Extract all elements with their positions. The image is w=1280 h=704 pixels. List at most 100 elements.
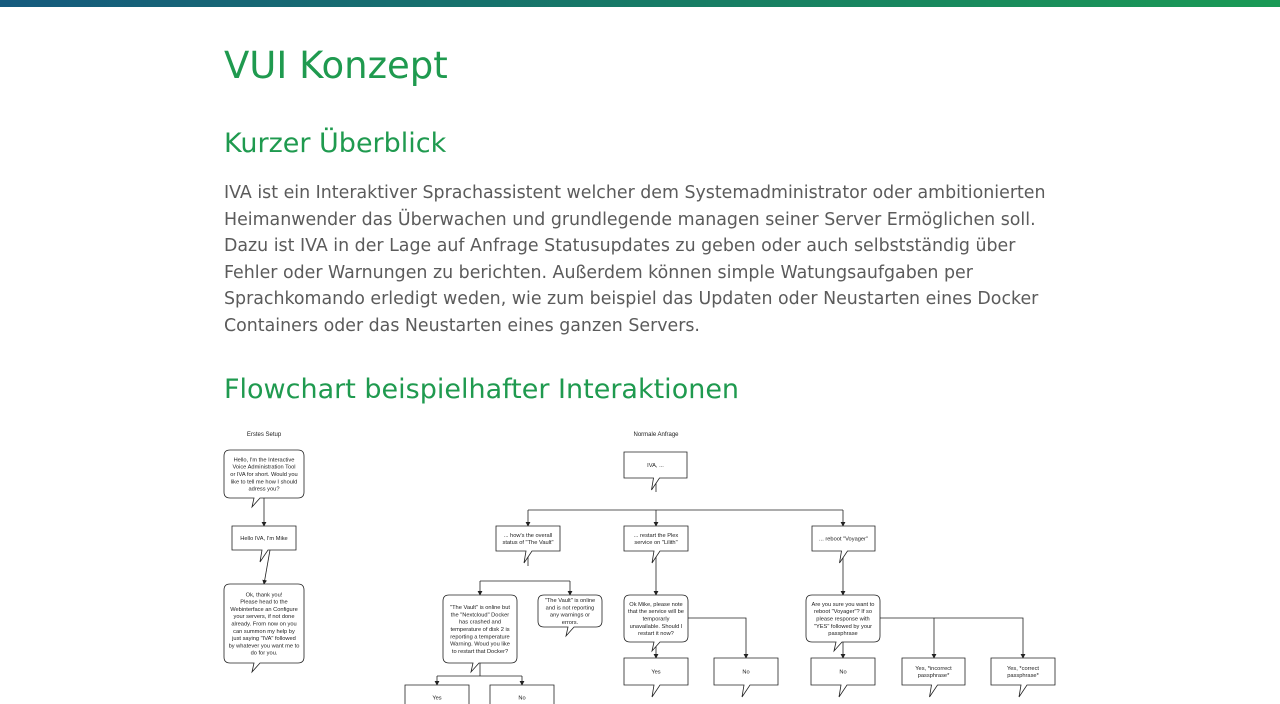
flow-node-text: has crashed and: [459, 620, 501, 626]
flow-node-text: Ok Mike, please note: [629, 602, 682, 608]
connector-line: [262, 549, 271, 585]
flow-node-text: reporting a temperature: [450, 634, 509, 640]
flow-node-text: Yes: [432, 696, 441, 702]
speech-bubble: [223, 583, 305, 674]
flow-node-text: adress you?: [249, 487, 280, 493]
flow-node-text: or IVA for short. Would you: [230, 472, 297, 478]
flow-node-text: your servers, if not done: [233, 614, 294, 620]
speech-bubble: [495, 525, 561, 564]
flow-node-setup-thanks: Ok, thank you! Please head to theWebinter…: [223, 583, 305, 674]
flow-node-text: please response with: [816, 617, 869, 623]
section-title-normal: Normale Anfrage: [633, 432, 679, 438]
page-title: VUI Konzept: [224, 44, 448, 87]
flow-node-text: ... reboot "Voyager": [819, 537, 868, 543]
speech-bubble: [442, 594, 518, 674]
flow-node-text: "The Vault" is online: [545, 598, 595, 604]
flow-node-text: errors.: [562, 620, 579, 626]
flow-node-text: passphrase*: [1007, 673, 1039, 679]
speech-bubble: [805, 594, 881, 653]
flow-node-text: like to tell me how I should: [231, 479, 298, 485]
flow-node-text: No: [518, 696, 525, 702]
flow-node-text: passphrase: [828, 631, 857, 637]
flow-node-text: Warning. Woud you like: [450, 642, 510, 648]
flow-node-text: already. From now on you: [231, 622, 296, 628]
speech-bubble: [223, 449, 305, 509]
speech-bubble: [990, 657, 1056, 698]
flow-node-text: ... restart the Plex: [634, 533, 679, 539]
flow-node-plex-yes: Yes: [623, 657, 689, 698]
flow-node-text: by whatever you want me to: [229, 643, 300, 649]
speech-bubble: [489, 684, 555, 704]
connector-line: [880, 617, 1026, 659]
flow-node-text: ... how's the overall: [504, 533, 553, 539]
flow-node-vault-yes: Yes: [404, 684, 470, 704]
flow-node-text: Yes: [651, 670, 660, 676]
flow-node-text: Are you sure you want to: [812, 602, 875, 608]
flow-node-text: No: [839, 670, 846, 676]
speech-bubble: [811, 525, 876, 564]
flow-node-text: that the service will be: [628, 609, 684, 615]
flow-node-text: the "Nextcloud" Docker: [451, 612, 510, 618]
flowchart-connectors: [261, 478, 1026, 686]
flow-node-iva: IVA, ...: [623, 451, 688, 491]
section-title-setup: Erstes Setup: [247, 432, 282, 438]
speech-bubble: [901, 657, 966, 698]
flow-node-vault-no: No: [489, 684, 555, 704]
flow-node-text: can summon my help by: [233, 629, 295, 635]
flow-node-text: restart it now?: [638, 631, 674, 637]
flow-node-text: do for you.: [251, 651, 278, 657]
flow-node-text: temperature of disk 2 is: [450, 627, 509, 633]
flow-node-text: Hello, I'm the Interactive: [234, 457, 295, 463]
flow-node-text: just saying "IVA" followed: [231, 636, 296, 642]
overview-text: IVA ist ein Interaktiver Sprachassistent…: [224, 183, 1046, 336]
flow-node-setup-mike: Hello IVA, I'm Mike: [231, 525, 297, 563]
flow-node-text: No: [742, 670, 749, 676]
overview-heading: Kurzer Überblick: [224, 128, 447, 159]
speech-bubble: [623, 525, 689, 564]
speech-bubble: [623, 594, 689, 653]
connector-line: [688, 617, 749, 659]
flow-node-voyager-q: ... reboot "Voyager": [811, 525, 876, 564]
flowchart-heading: Flowchart beispielhafter Interaktionen: [224, 374, 740, 405]
flow-node-plex-no: No: [713, 657, 779, 698]
flow-node-text: status of "The Vault": [502, 540, 553, 546]
flow-node-text: Ok, thank you!: [246, 592, 283, 598]
flow-node-text: Yes, *correct: [1007, 666, 1039, 672]
flow-node-voyager-no: No: [810, 657, 876, 698]
flow-node-text: to restart that Docker?: [452, 649, 508, 655]
speech-bubble: [537, 594, 603, 638]
flow-node-text: Voice Administration Tool: [232, 465, 295, 471]
flow-node-text: and is not reporting: [546, 605, 595, 611]
top-accent-bar: [0, 0, 1280, 7]
speech-bubble: [231, 525, 297, 563]
flow-node-text: IVA, ...: [647, 463, 664, 469]
flow-node-text: Hello IVA, I'm Mike: [240, 536, 287, 542]
speech-bubble: [623, 657, 689, 698]
flow-node-text: "YES" followed by your: [814, 624, 872, 630]
flow-node-text: Yes, *incorrect: [915, 666, 952, 672]
speech-bubble: [713, 657, 779, 698]
flow-node-text: service on "Lilith": [634, 540, 677, 546]
flow-node-text: any warnings or: [550, 613, 590, 619]
speech-bubble: [810, 657, 876, 698]
speech-bubble: [623, 451, 688, 491]
flow-node-text: Webinterface an Configure: [230, 607, 298, 613]
flow-node-text: passphrase*: [918, 673, 950, 679]
flow-node-text: "The Vault" is online but: [450, 605, 510, 611]
speech-bubble: [404, 684, 470, 704]
flow-node-text: Please head to the: [240, 600, 287, 606]
flow-node-text: unavailable. Should I: [630, 624, 683, 630]
flow-node-text: reboot "Voyager"? If so: [814, 609, 872, 615]
flow-node-text: temporarly: [643, 617, 670, 623]
